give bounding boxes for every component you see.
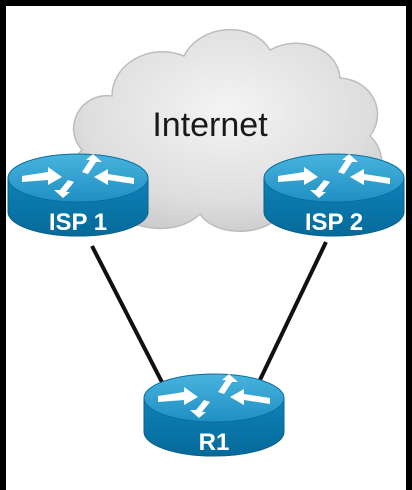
router-r1: R1 [143, 373, 285, 457]
router-label-isp2: ISP 2 [305, 209, 363, 236]
link-isp1-r1 [90, 245, 168, 391]
cloud-label: Internet [152, 106, 268, 144]
router-isp1: ISP 1 [7, 153, 149, 237]
router-label-r1: R1 [199, 429, 230, 456]
router-isp2: ISP 2 [263, 153, 405, 237]
router-label-isp1: ISP 1 [49, 209, 107, 236]
link-isp2-r1 [256, 241, 328, 385]
